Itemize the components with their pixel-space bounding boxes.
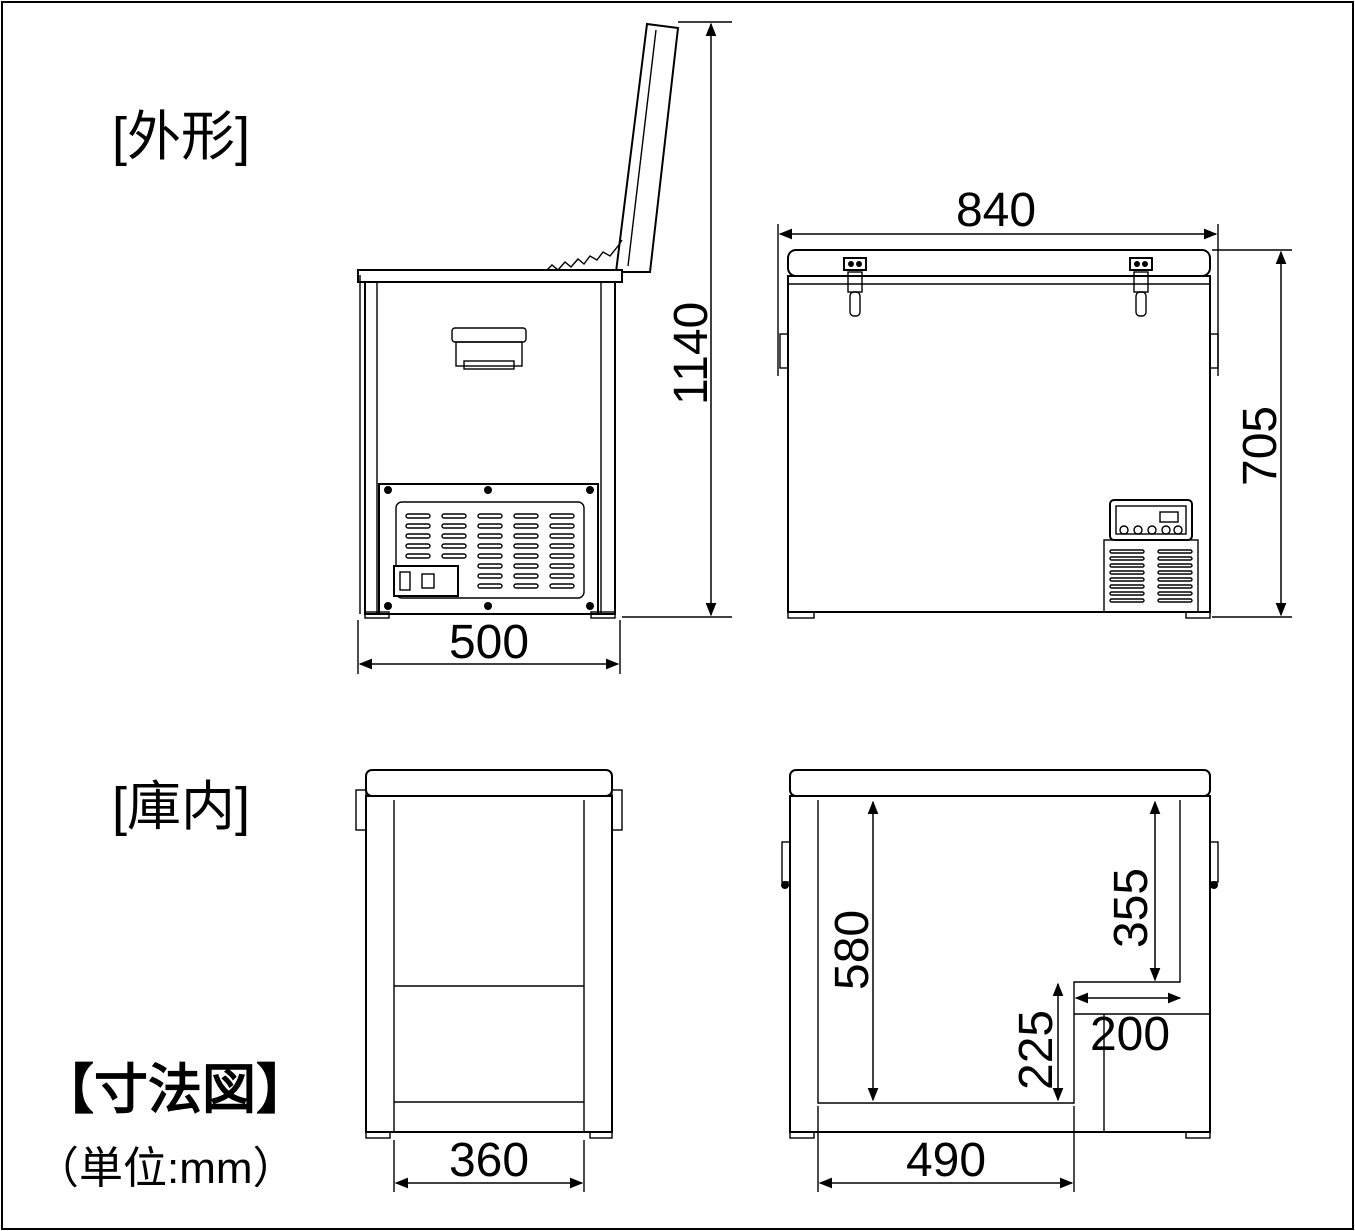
interior-front-body <box>789 795 1211 1133</box>
vent-slot <box>1109 591 1145 596</box>
vent-slot <box>1109 563 1145 568</box>
vent-slot <box>1109 577 1145 582</box>
unit-label: （単位:mm） <box>35 1144 297 1193</box>
dim-height-body: 705 <box>1234 406 1287 486</box>
vent-slot <box>1157 556 1193 561</box>
vent-slot <box>513 583 539 589</box>
vent-slot <box>1157 563 1193 568</box>
compressor-panel <box>378 483 599 615</box>
vent-slot <box>549 563 575 569</box>
vent-slot <box>405 543 431 549</box>
front-vent-slots <box>1109 549 1193 603</box>
latch-left <box>843 257 867 317</box>
vent-slot <box>549 523 575 529</box>
vent-slot <box>1157 584 1193 589</box>
vent-slot <box>513 513 539 519</box>
interior-side-body <box>365 795 613 1133</box>
vent-slot <box>477 523 503 529</box>
vent-slot <box>1109 570 1145 575</box>
dim-step-height: 225 <box>1010 1010 1063 1090</box>
vent-slots <box>405 513 575 589</box>
vent-slot <box>1157 577 1193 582</box>
vent-slot <box>513 553 539 559</box>
vent-slot <box>477 513 503 519</box>
dim-interior-length: 490 <box>906 1134 986 1187</box>
interior-cavity <box>817 800 1181 1104</box>
vent-slot <box>477 573 503 579</box>
vent-slot <box>1157 570 1193 575</box>
dim-step-length: 200 <box>1090 1008 1170 1061</box>
dim-interior-depth: 580 <box>826 910 879 990</box>
open-lid <box>614 22 680 273</box>
lid-stay <box>544 239 623 273</box>
interior-side-lid <box>365 769 613 797</box>
vent-slot <box>549 583 575 589</box>
carry-handle <box>451 327 527 343</box>
vent-slot <box>513 573 539 579</box>
vent-slot <box>405 523 431 529</box>
dim-width-side: 500 <box>449 616 529 669</box>
dim-length-front: 840 <box>956 184 1036 237</box>
vent-slot <box>1157 598 1193 603</box>
vent-slot <box>549 543 575 549</box>
vent-slot <box>549 513 575 519</box>
vent-slot <box>405 533 431 539</box>
interior-front-view <box>781 769 1219 1139</box>
dim-step-depth: 355 <box>1105 868 1158 948</box>
vent-slot <box>549 553 575 559</box>
vent-slot <box>405 513 431 519</box>
vent-slot <box>441 523 467 529</box>
exterior-front-view <box>779 249 1219 619</box>
vent-slot <box>441 513 467 519</box>
vent-slot <box>549 573 575 579</box>
vent-slot <box>477 543 503 549</box>
vent-slot <box>405 553 431 559</box>
vent-slot <box>1109 549 1145 554</box>
latch-right <box>1129 257 1153 317</box>
vent-slot <box>477 533 503 539</box>
exterior-front-body <box>787 275 1211 613</box>
vent-slot <box>1109 598 1145 603</box>
vent-slot <box>477 553 503 559</box>
vent-slot <box>1109 584 1145 589</box>
interior-side-view <box>355 769 623 1139</box>
dim-interior-width: 360 <box>449 1134 529 1187</box>
vent-slot <box>1157 549 1193 554</box>
dim-total-height-open: 1140 <box>665 302 718 405</box>
vent-slot <box>549 533 575 539</box>
vent-slot <box>513 533 539 539</box>
heading-dimension-drawing: 【寸法図】 <box>40 1060 310 1120</box>
heading-interior: [庫内] <box>112 777 250 837</box>
heading-exterior: [外形] <box>112 107 250 167</box>
interior-front-lid <box>789 769 1211 797</box>
vent-slot <box>1157 591 1193 596</box>
vent-slot <box>441 553 467 559</box>
vent-slot <box>477 583 503 589</box>
vent-slot <box>477 563 503 569</box>
vent-slot <box>513 563 539 569</box>
vent-slot <box>441 533 467 539</box>
vent-slot <box>513 543 539 549</box>
vent-slot <box>513 523 539 529</box>
exterior-side-view <box>357 22 680 619</box>
vent-slot <box>441 543 467 549</box>
vent-slot <box>1109 556 1145 561</box>
